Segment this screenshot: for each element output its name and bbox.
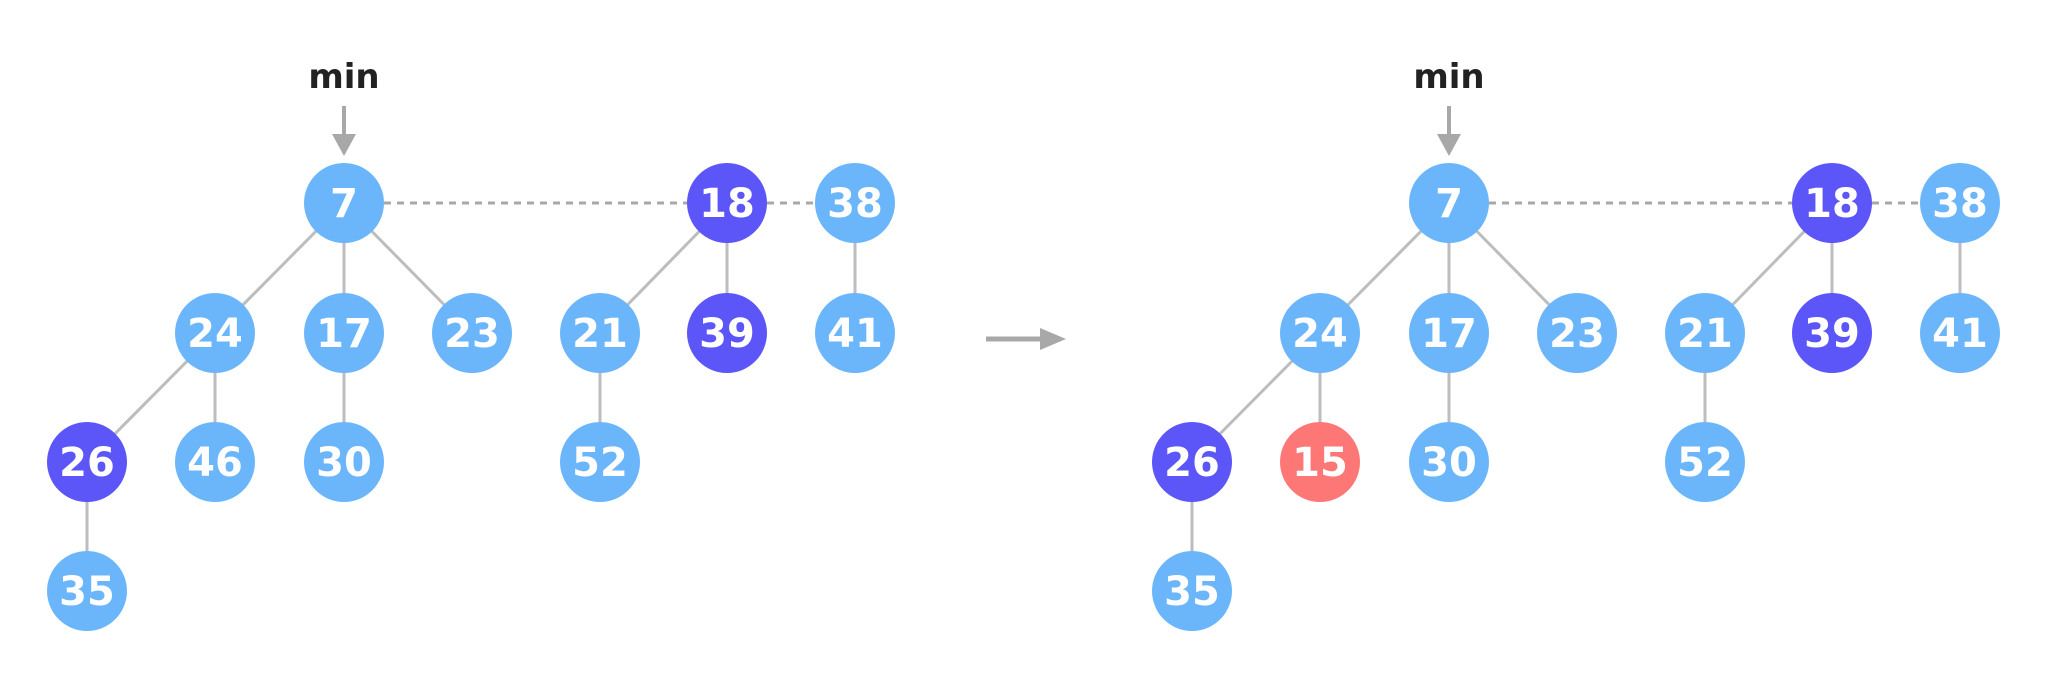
node-7-circle — [1409, 163, 1489, 243]
node-39-circle — [1792, 293, 1872, 373]
node-39-label: 39 — [699, 311, 755, 357]
node-41-label: 41 — [827, 311, 883, 357]
min-pointer-arrowhead — [1437, 134, 1461, 156]
node-41-circle — [1920, 293, 2000, 373]
node-24-label: 24 — [187, 311, 243, 357]
node-38-circle — [1920, 163, 2000, 243]
node-26-circle — [47, 422, 127, 502]
node-46-circle — [175, 422, 255, 502]
node-21-label: 21 — [572, 311, 628, 357]
node-23-circle — [432, 293, 512, 373]
node-7-circle — [304, 163, 384, 243]
node-52-circle — [1665, 422, 1745, 502]
node-17-circle — [1409, 293, 1489, 373]
node-38-label: 38 — [827, 181, 883, 227]
node-23-label: 23 — [1549, 311, 1605, 357]
node-23-circle — [1537, 293, 1617, 373]
node-30-circle — [304, 422, 384, 502]
node-52-circle — [560, 422, 640, 502]
node-21-circle — [560, 293, 640, 373]
heap-after: min 7 18 38 24 17 23 21 39 41 26 15 30 52 35 — [1152, 57, 2000, 631]
node-41-circle — [815, 293, 895, 373]
node-46-label: 46 — [187, 440, 243, 486]
node-52-label: 52 — [572, 440, 628, 486]
node-38-label: 38 — [1932, 181, 1988, 227]
node-30-label: 30 — [1421, 440, 1477, 486]
min-pointer-arrowhead — [332, 134, 356, 156]
node-24-circle — [1280, 293, 1360, 373]
node-26-circle — [1152, 422, 1232, 502]
node-35-circle — [1152, 551, 1232, 631]
node-18-label: 18 — [1804, 181, 1860, 227]
node-15-circle — [1280, 422, 1360, 502]
min-label: min — [1413, 57, 1484, 97]
node-26-label: 26 — [59, 440, 115, 486]
transition-arrow — [986, 328, 1066, 350]
node-21-label: 21 — [1677, 311, 1733, 357]
node-17-label: 17 — [1421, 311, 1477, 357]
node-15-label: 15 — [1292, 440, 1348, 486]
node-30-circle — [1409, 422, 1489, 502]
node-35-circle — [47, 551, 127, 631]
node-7-label: 7 — [330, 181, 358, 227]
node-35-label: 35 — [59, 569, 115, 615]
node-35-label: 35 — [1164, 569, 1220, 615]
node-17-circle — [304, 293, 384, 373]
node-7-label: 7 — [1435, 181, 1463, 227]
node-24-label: 24 — [1292, 311, 1348, 357]
node-41-label: 41 — [1932, 311, 1988, 357]
min-label: min — [308, 57, 379, 97]
node-39-label: 39 — [1804, 311, 1860, 357]
node-52-label: 52 — [1677, 440, 1733, 486]
node-23-label: 23 — [444, 311, 500, 357]
node-39-circle — [687, 293, 767, 373]
node-18-circle — [687, 163, 767, 243]
node-30-label: 30 — [316, 440, 372, 486]
node-17-label: 17 — [316, 311, 372, 357]
node-24-circle — [175, 293, 255, 373]
node-18-label: 18 — [699, 181, 755, 227]
node-26-label: 26 — [1164, 440, 1220, 486]
heap-before: min 7 18 38 24 17 23 21 39 41 26 46 30 52 35 — [47, 57, 895, 631]
node-38-circle — [815, 163, 895, 243]
node-21-circle — [1665, 293, 1745, 373]
node-18-circle — [1792, 163, 1872, 243]
